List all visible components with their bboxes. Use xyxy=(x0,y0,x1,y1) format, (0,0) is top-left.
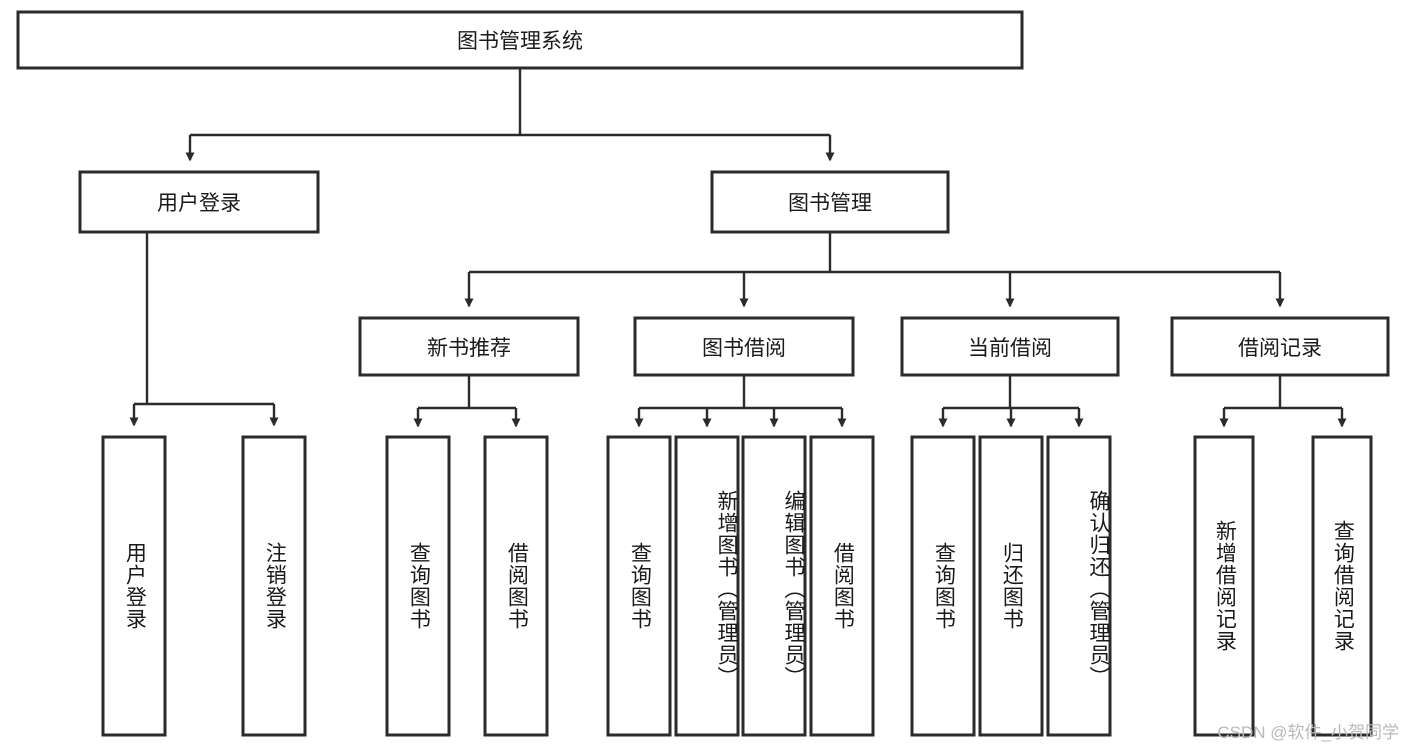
leaf-user-login-box[interactable] xyxy=(101,435,167,737)
connector-userlogin-to-leaves xyxy=(129,232,279,427)
connector-currentborrow-to-leaves xyxy=(938,375,1084,428)
node-root-box[interactable] xyxy=(16,10,1024,70)
leaf-query-book-2-box[interactable] xyxy=(606,435,672,737)
node-new-book-rec-box[interactable] xyxy=(358,316,580,377)
node-book-manage-box[interactable] xyxy=(710,170,950,234)
leaf-borrow-book-1-box[interactable] xyxy=(483,435,549,737)
leaf-borrow-book-2-box[interactable] xyxy=(809,435,875,737)
connector-newbook-to-leaves xyxy=(413,375,521,428)
connector-bookmanage-to-level3 xyxy=(464,232,1285,308)
connector-bookborrow-to-leaves xyxy=(634,375,847,428)
node-current-borrow-box[interactable] xyxy=(900,316,1120,377)
leaf-add-record-box[interactable] xyxy=(1193,435,1255,737)
connector-root-to-level2 xyxy=(185,68,835,162)
leaf-query-book-3-box[interactable] xyxy=(910,435,976,737)
connector-borrowrecord-to-leaves xyxy=(1219,375,1347,428)
node-book-borrow-box[interactable] xyxy=(633,316,855,377)
node-borrow-record-box[interactable] xyxy=(1170,316,1390,377)
leaf-confirm-return-box[interactable] xyxy=(1046,435,1112,737)
leaf-logout-box[interactable] xyxy=(241,435,307,737)
leaf-add-book-box[interactable] xyxy=(674,435,740,737)
leaf-edit-book-box[interactable] xyxy=(741,435,807,737)
leaf-query-book-1-box[interactable] xyxy=(385,435,451,737)
node-user-login-box[interactable] xyxy=(78,170,320,234)
leaf-query-record-box[interactable] xyxy=(1311,435,1373,737)
leaf-return-book-box[interactable] xyxy=(978,435,1044,737)
